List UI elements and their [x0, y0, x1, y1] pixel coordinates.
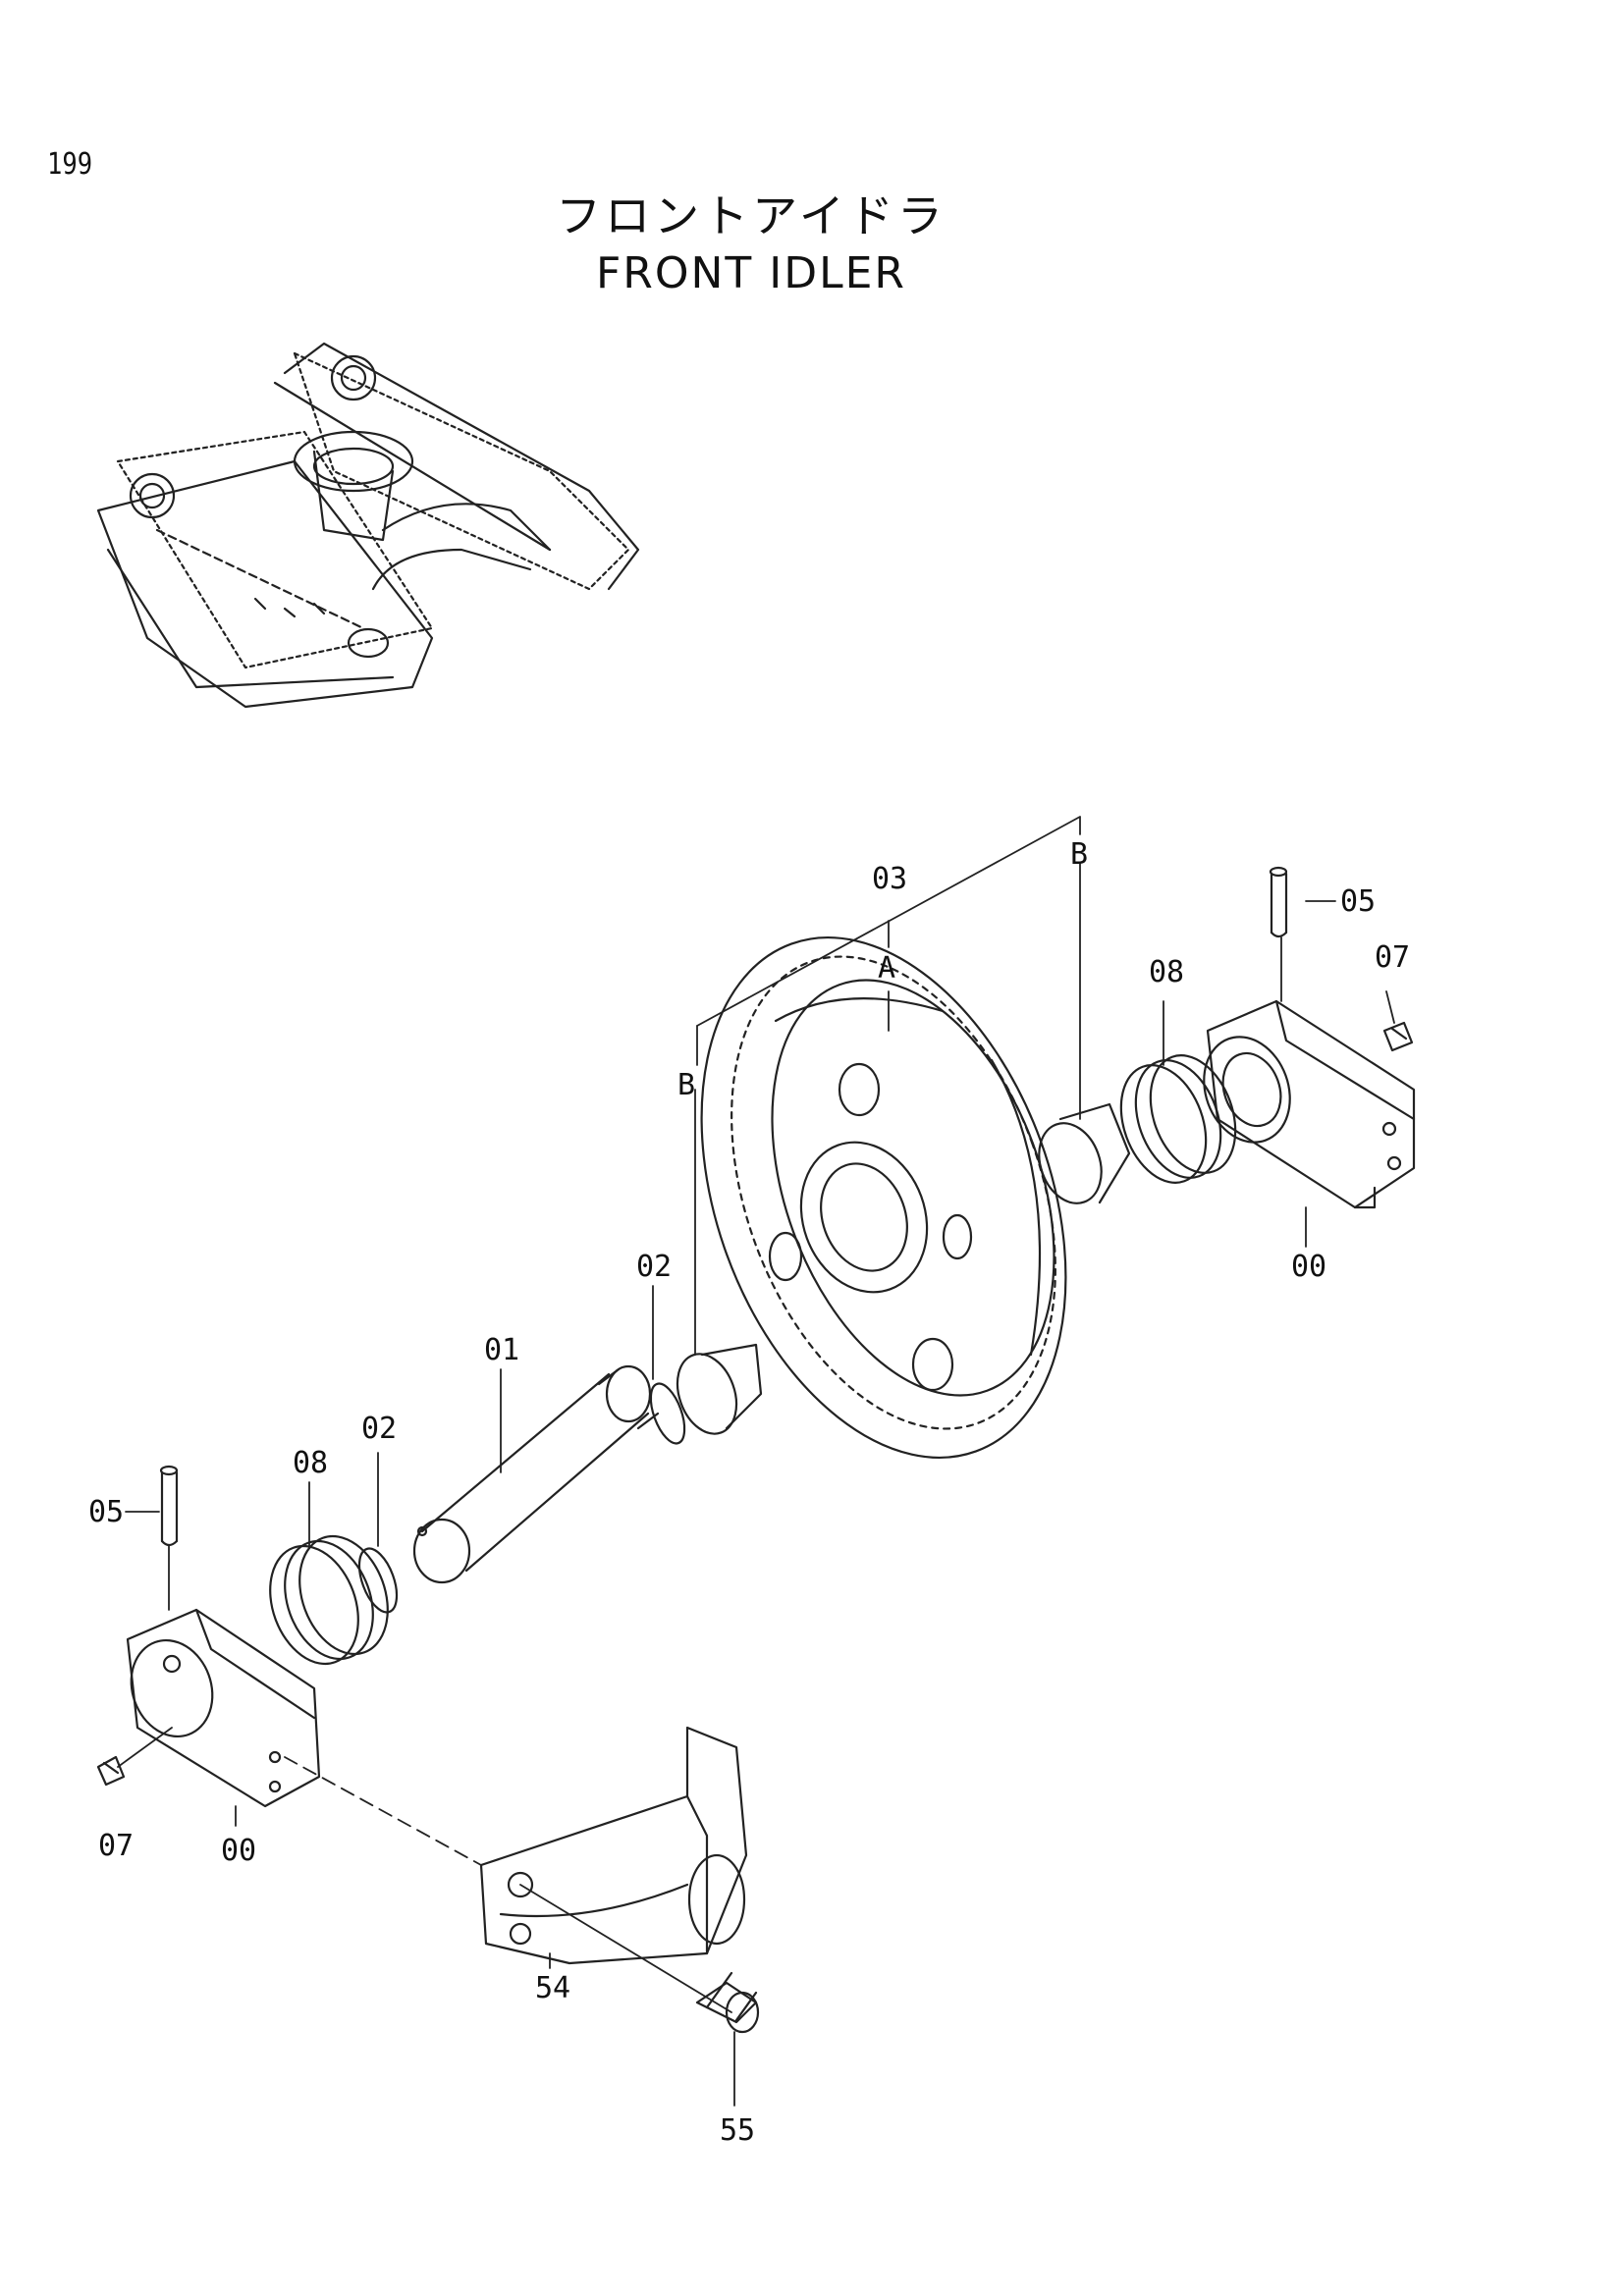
spring-pins [159, 866, 1288, 1547]
callout-05-left: 05 [88, 1495, 124, 1529]
page-number: 199 [47, 147, 93, 182]
title-english: FRONT IDLER [595, 248, 907, 298]
callout-02-upper: 02 [636, 1250, 672, 1284]
callout-00-right: 00 [1291, 1250, 1326, 1284]
floating-seals [269, 1054, 1237, 1666]
bracket-right [1203, 999, 1416, 1209]
callout-55: 55 [720, 2113, 755, 2148]
callout-08-left: 08 [293, 1446, 328, 1480]
callout-08-right: 08 [1149, 955, 1184, 989]
bracket-left [126, 1608, 321, 1808]
o-rings [357, 1382, 686, 1614]
callout-00-left: 00 [221, 1834, 256, 1868]
bolt-55 [695, 1971, 760, 2034]
callout-07-left: 07 [98, 1829, 134, 1863]
callout-02-lower: 02 [361, 1412, 397, 1446]
callout-B-top: B [1070, 837, 1088, 872]
undercarriage-overview [96, 342, 640, 709]
callout-B-left: B [677, 1068, 695, 1102]
page-title: フロントアイドラ FRONT IDLER [0, 187, 1502, 302]
plugs [96, 1021, 1414, 1787]
leader-lines [117, 816, 1395, 2107]
callout-labels: 03 A B B 05 07 08 00 02 01 02 08 05 07 0… [88, 837, 1410, 2148]
callout-54: 54 [535, 1971, 570, 2005]
callout-07-right: 07 [1375, 940, 1410, 975]
callout-A: A [878, 951, 895, 986]
bushings [676, 1102, 1131, 1435]
callout-03: 03 [872, 862, 907, 896]
idler-shaft [412, 1364, 660, 1584]
support-54 [479, 1726, 748, 1965]
callout-01: 01 [484, 1333, 519, 1367]
callout-05-right: 05 [1340, 884, 1376, 919]
title-japanese: フロントアイドラ [556, 189, 947, 242]
